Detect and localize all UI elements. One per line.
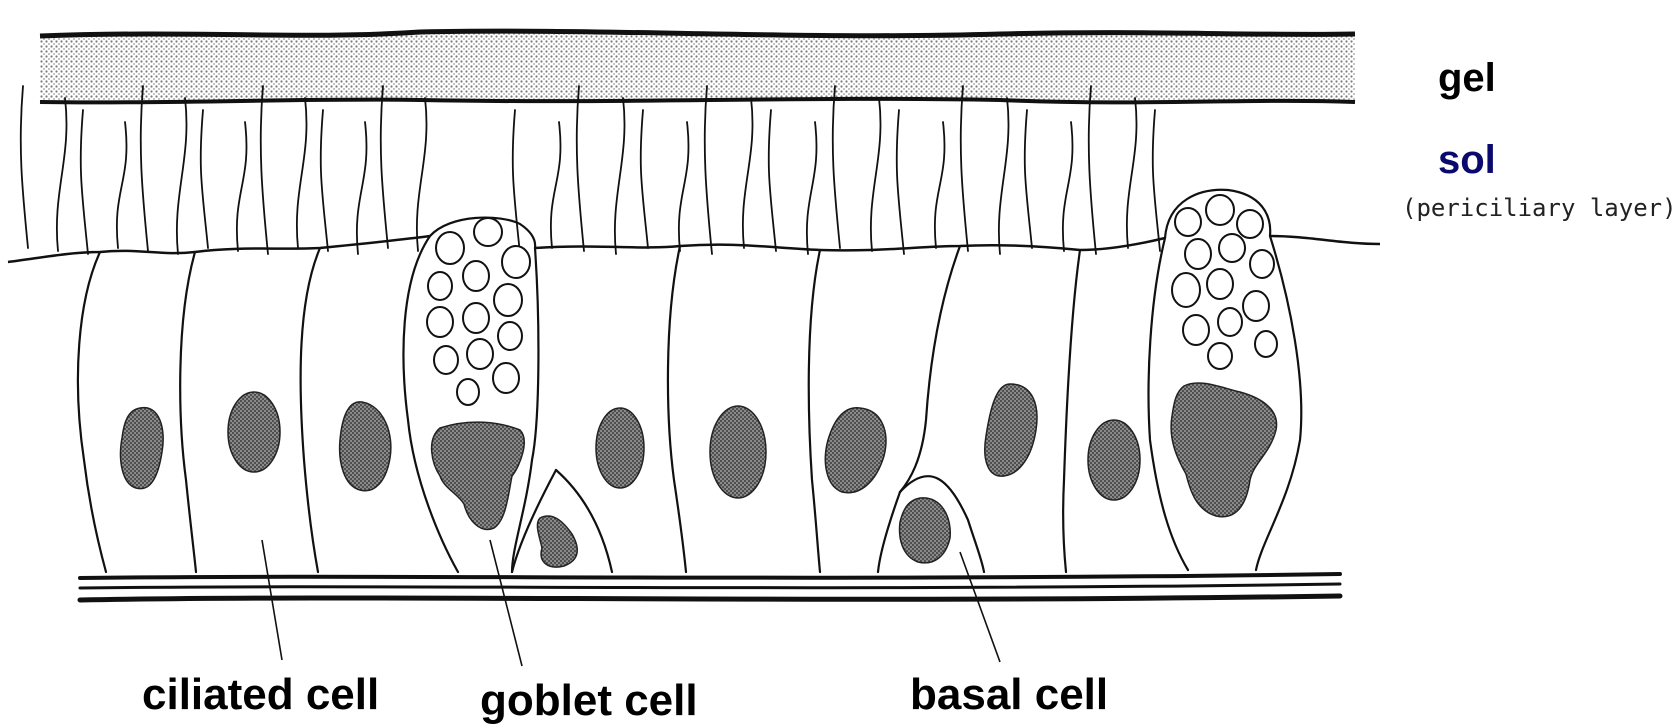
nucleus xyxy=(340,402,391,491)
leader-basal xyxy=(960,552,1000,662)
cilium xyxy=(961,86,968,251)
granule xyxy=(1207,269,1233,299)
granule xyxy=(498,322,522,350)
cilium xyxy=(577,86,584,251)
granule xyxy=(1237,210,1263,238)
cilium xyxy=(321,110,328,251)
granule xyxy=(1175,208,1201,236)
gel-layer xyxy=(40,31,1355,102)
cilium xyxy=(261,86,268,254)
granule xyxy=(1243,291,1269,321)
granule xyxy=(1183,315,1209,345)
leader-lines xyxy=(262,540,1000,666)
cilium xyxy=(117,122,127,248)
granule xyxy=(493,363,519,393)
granule xyxy=(474,218,502,246)
ciliated-cell-label: ciliated cell xyxy=(142,670,379,720)
granule xyxy=(1172,273,1200,307)
cilium xyxy=(1025,110,1032,248)
nucleus xyxy=(900,498,951,563)
nucleus xyxy=(121,408,164,489)
granule xyxy=(467,339,493,369)
cilium xyxy=(201,110,208,248)
granule xyxy=(1219,234,1245,262)
granule xyxy=(1185,239,1211,269)
granule xyxy=(502,246,530,278)
cilium xyxy=(1127,98,1137,248)
cilium xyxy=(57,98,67,251)
cilium xyxy=(743,98,753,248)
granule xyxy=(457,379,479,405)
granule xyxy=(1208,343,1232,369)
cilium xyxy=(1153,110,1160,251)
nucleus xyxy=(596,408,644,488)
cilium xyxy=(381,86,388,248)
gel-label: gel xyxy=(1438,56,1496,101)
cilium xyxy=(177,98,187,254)
cilium xyxy=(679,122,689,251)
cilium xyxy=(417,98,427,251)
cilium xyxy=(705,86,712,254)
cilium xyxy=(935,122,945,248)
granule xyxy=(1255,331,1277,357)
cilium xyxy=(833,86,840,248)
cilium xyxy=(513,110,520,254)
cilium xyxy=(641,110,648,248)
leader-goblet xyxy=(490,540,522,666)
nucleus xyxy=(825,408,886,493)
cilia xyxy=(21,86,1160,254)
nucleus xyxy=(1171,383,1276,517)
granule xyxy=(434,346,458,374)
granule xyxy=(436,232,464,264)
granule xyxy=(1250,250,1274,278)
periciliary-layer-note: (periciliary layer) xyxy=(1402,194,1676,222)
cilium xyxy=(897,110,904,254)
nucleus xyxy=(432,422,525,529)
nucleus xyxy=(537,516,577,567)
granule xyxy=(428,272,452,300)
nucleus xyxy=(985,384,1037,476)
granule xyxy=(1206,195,1234,225)
cilium xyxy=(21,86,28,248)
cilium xyxy=(807,122,817,254)
cilium xyxy=(237,122,247,251)
granule xyxy=(494,284,522,316)
cilium xyxy=(551,122,561,248)
granule xyxy=(1218,308,1242,336)
cilium xyxy=(999,98,1009,254)
cilium xyxy=(615,98,625,254)
cilium xyxy=(297,98,307,248)
cilium xyxy=(871,98,881,251)
nucleus xyxy=(710,406,766,498)
nuclei xyxy=(121,383,1277,567)
cilium xyxy=(1089,86,1096,254)
nucleus xyxy=(1088,420,1140,500)
granule xyxy=(463,261,489,291)
cilium xyxy=(141,86,148,251)
granule xyxy=(427,307,453,337)
cilium xyxy=(1063,122,1073,251)
basal-cell-label: basal cell xyxy=(910,670,1108,720)
goblet-cell-label: goblet cell xyxy=(480,676,698,726)
cilium xyxy=(769,110,776,251)
cilium xyxy=(81,110,88,254)
apical-surface xyxy=(8,236,1380,262)
sol-label: sol xyxy=(1438,138,1496,183)
nucleus xyxy=(228,392,280,472)
granule xyxy=(463,303,489,333)
cilium xyxy=(357,122,367,254)
